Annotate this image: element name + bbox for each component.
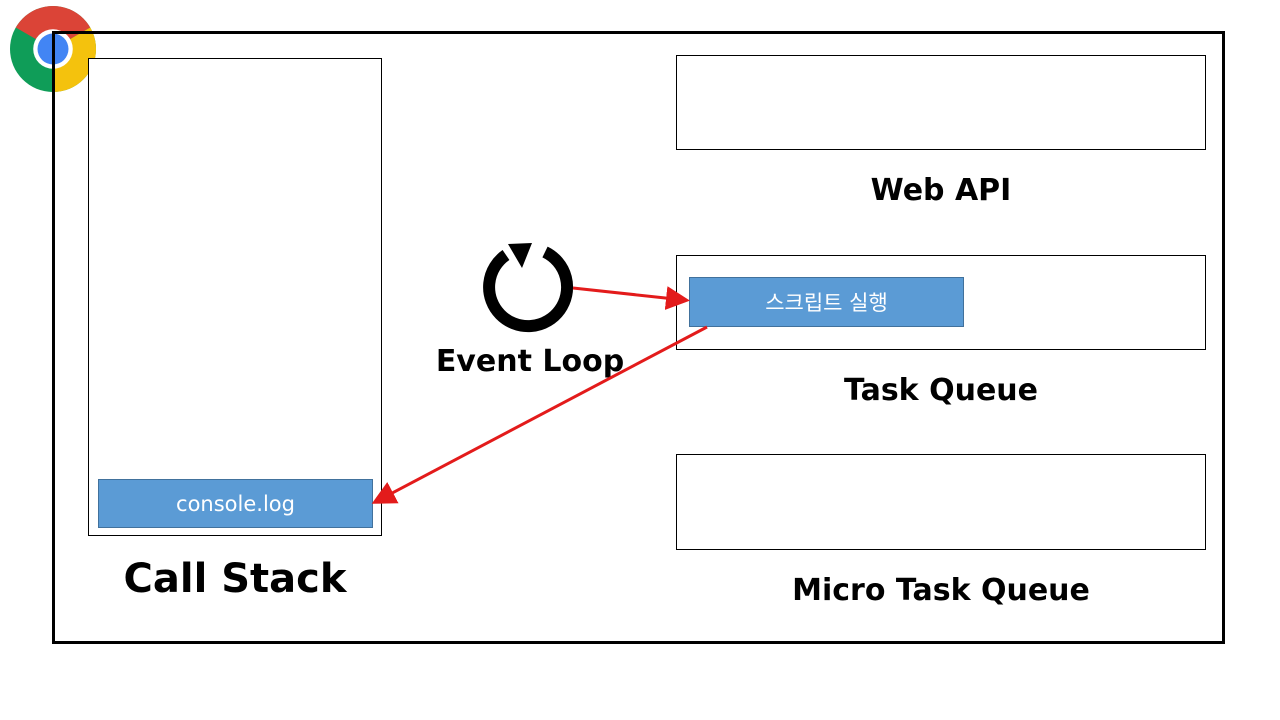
task-queue-item-script: 스크립트 실행 xyxy=(689,277,964,327)
diagram-frame xyxy=(52,31,1225,644)
call-stack-box xyxy=(88,58,382,536)
micro-task-queue-box xyxy=(676,454,1206,550)
call-stack-label: Call Stack xyxy=(123,556,347,602)
task-queue-label: Task Queue xyxy=(843,373,1038,408)
web-api-label: Web API xyxy=(870,173,1012,208)
micro-task-queue-label: Micro Task Queue xyxy=(792,573,1090,608)
call-stack-item-console-log: console.log xyxy=(98,479,373,528)
event-loop-label: Event Loop xyxy=(435,344,625,379)
web-api-box xyxy=(676,55,1206,150)
